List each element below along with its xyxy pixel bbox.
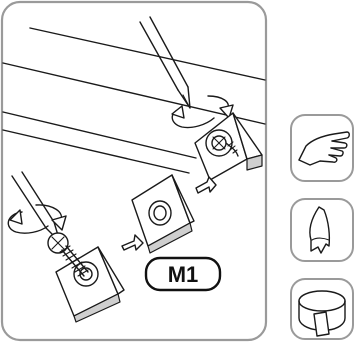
hand-icon-panel <box>291 115 353 181</box>
tape-roll-icon-panel <box>291 279 353 339</box>
step-label: M1 <box>146 258 220 290</box>
glove-icon-panel <box>291 199 353 261</box>
step-label-text: M1 <box>168 262 199 287</box>
